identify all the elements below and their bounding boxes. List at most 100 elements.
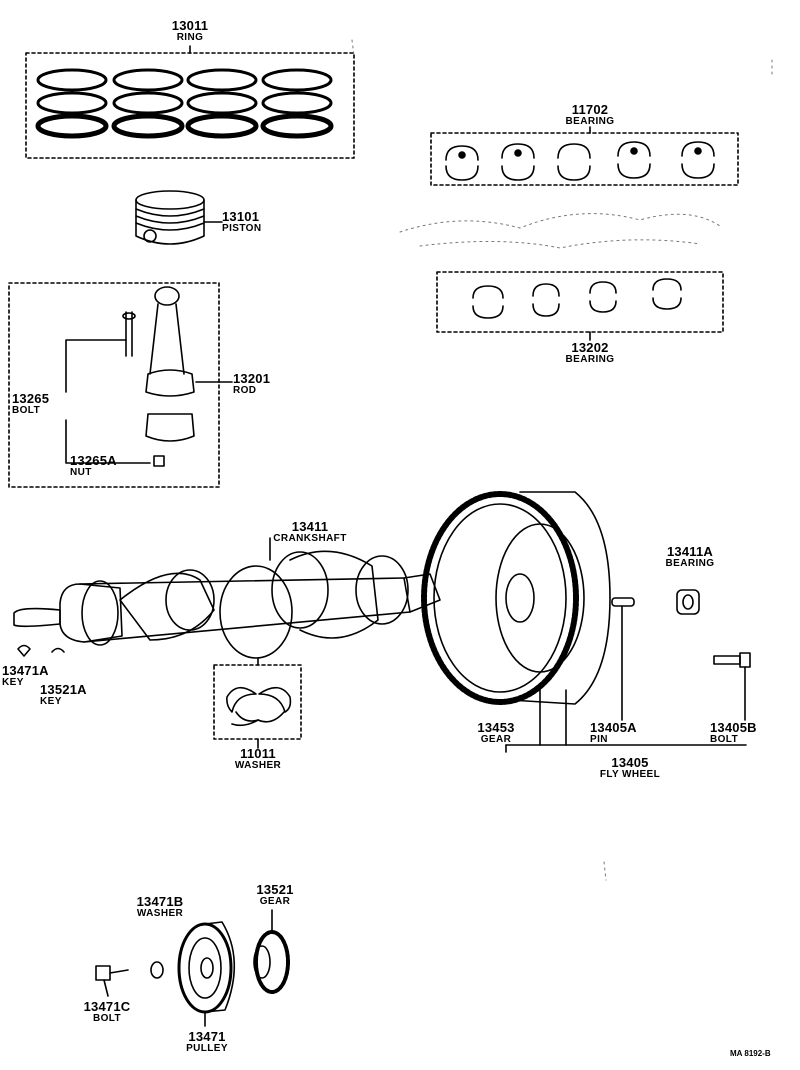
pulley-bolt-drawing	[95, 965, 129, 997]
part-number: 13265A	[70, 453, 117, 468]
scan-smudge	[351, 39, 773, 881]
flywheel-drawing	[421, 491, 747, 753]
main-bearing-group	[430, 126, 739, 186]
part-number: 13411	[291, 519, 329, 534]
rod-bolt-leader	[65, 339, 127, 393]
rod-bearing-group	[436, 271, 724, 341]
rod-small-end	[154, 286, 180, 306]
part-number: 13405B	[710, 720, 757, 735]
part-number: 13101	[222, 209, 260, 224]
part-name: BEARING	[665, 558, 715, 569]
piston-drawing	[135, 190, 223, 245]
main-bearing-shell-5	[681, 141, 715, 179]
flywheel-pin-drawing	[611, 597, 635, 721]
part-number: 13471	[188, 1029, 226, 1044]
part-number: 13265	[12, 391, 50, 406]
part-name: BOLT	[12, 405, 41, 416]
crankshaft-drawing	[13, 537, 441, 666]
label-timing-gear: 13521 GEAR	[240, 883, 310, 907]
main-bearing-shell-2	[501, 143, 535, 181]
part-number: 11011	[240, 746, 276, 761]
pilot-bearing-drawing	[676, 589, 700, 615]
label-piston: 13101 PISTON	[222, 210, 261, 234]
pulley-group-drawing	[95, 909, 290, 1027]
label-ring-gear: 13453 GEAR	[456, 721, 536, 745]
label-thrust-washer: 11011 WASHER	[208, 747, 308, 771]
piston-ring-column-4	[260, 68, 334, 139]
piston-ring-column-3	[185, 68, 259, 139]
label-pulley-washer: 13471B WASHER	[125, 895, 195, 919]
part-name: WASHER	[234, 760, 282, 771]
part-name: BEARING	[565, 354, 615, 365]
rod-nut-leader	[65, 419, 151, 464]
ring-gear-outline	[421, 491, 579, 705]
part-name: PIN	[590, 734, 608, 745]
part-number: 13011	[171, 18, 209, 33]
main-bearing-frame	[430, 132, 739, 186]
part-number: 13471A	[2, 663, 49, 678]
part-name: GEAR	[259, 896, 291, 907]
connecting-rod-frame	[8, 282, 220, 488]
part-number: 13411A	[666, 544, 714, 559]
part-name: KEY	[2, 677, 24, 688]
part-name: RING	[176, 32, 204, 43]
part-name: GEAR	[480, 734, 512, 745]
part-name: NUT	[70, 467, 92, 478]
part-name: WASHER	[136, 908, 184, 919]
rod-bearing-shell-2	[532, 283, 560, 317]
part-number: 13405	[611, 755, 649, 770]
diagram-code: MA 8192-B	[730, 1049, 771, 1058]
main-bearing-shell-3	[557, 143, 591, 181]
label-rod-bolt: 13265 BOLT	[12, 392, 49, 416]
label-key-b: 13521A KEY	[40, 683, 87, 707]
part-name: BOLT	[92, 1013, 122, 1024]
main-bearing-shell-1	[445, 145, 479, 181]
key-drawings	[17, 644, 65, 657]
label-flywheel: 13405 FLY WHEEL	[580, 756, 680, 780]
part-number: 13521A	[40, 682, 87, 697]
main-bearing-shell-4	[617, 141, 651, 179]
part-name: CRANKSHAFT	[273, 533, 347, 544]
part-name: ROD	[233, 385, 257, 396]
label-pulley-bolt: 13471C BOLT	[72, 1000, 142, 1024]
part-number: 13453	[477, 720, 515, 735]
part-number: 13201	[233, 371, 271, 386]
piston-ring-column-2	[111, 68, 185, 139]
rod-bearing-frame	[436, 271, 724, 333]
label-pulley: 13471 PULLEY	[172, 1030, 242, 1054]
flywheel-bolt-drawing	[713, 652, 751, 721]
label-rod-nut: 13265A NUT	[70, 454, 117, 478]
part-name: PULLEY	[186, 1043, 228, 1054]
label-bearing-main: 11702 BEARING	[540, 103, 640, 127]
rod-bearing-shell-1	[472, 285, 504, 319]
part-number: 13521	[256, 882, 294, 897]
piston-ring-column-1	[35, 68, 109, 139]
part-name: BOLT	[710, 734, 739, 745]
pulley-disc	[177, 921, 236, 1027]
part-number: 13405A	[590, 720, 637, 735]
part-number: 13202	[571, 340, 609, 355]
part-name: FLY WHEEL	[599, 769, 661, 780]
rod-bearing-shell-3	[589, 281, 617, 313]
label-key-a: 13471A KEY	[2, 664, 49, 688]
part-name: KEY	[40, 696, 62, 707]
part-name: BEARING	[565, 116, 615, 127]
part-number: 13471B	[136, 894, 184, 909]
thrust-washer-group	[213, 664, 302, 749]
label-bearing-rod: 13202 BEARING	[540, 341, 640, 365]
label-rod: 13201 ROD	[233, 372, 270, 396]
connecting-rod-group	[8, 282, 233, 488]
part-number: 11702	[571, 102, 609, 117]
part-number: 13471C	[83, 999, 131, 1014]
timing-gear-disc	[253, 909, 290, 994]
rod-bearing-shell-4	[652, 278, 682, 310]
label-crankshaft: 13411 CRANKSHAFT	[250, 520, 370, 544]
label-pilot-bearing: 13411A BEARING	[650, 545, 730, 569]
label-fw-bolt: 13405B BOLT	[710, 721, 757, 745]
ring-set-group	[25, 45, 355, 159]
label-fw-pin: 13405A PIN	[590, 721, 637, 745]
pulley-washer-shape	[150, 961, 164, 979]
part-name: PISTON	[222, 223, 262, 234]
